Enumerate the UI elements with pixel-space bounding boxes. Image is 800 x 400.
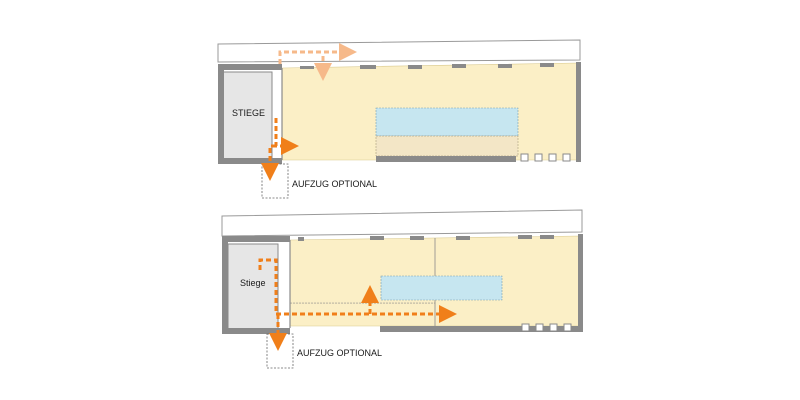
lower-bottom-wall-left — [222, 328, 290, 334]
lower-window-ticks — [268, 235, 554, 241]
lower-bottom-wall-right — [380, 326, 578, 332]
lower-roof-outline — [221, 209, 583, 237]
upper-top-wall — [218, 64, 282, 70]
lower-top-wall — [222, 236, 290, 242]
upper-pool-lower-band — [375, 135, 519, 157]
lower-stair-label: Stiege — [240, 278, 266, 288]
lower-pool — [380, 275, 503, 301]
upper-elevator-box — [261, 163, 289, 199]
upper-stair-area — [221, 71, 273, 161]
upper-plan: STIEGE AUFZUG OPTIONAL — [217, 39, 581, 199]
upper-stair-label: STIEGE — [232, 108, 265, 118]
upper-arrow-to-elevator — [261, 144, 279, 181]
lower-stair-area — [227, 243, 279, 331]
lower-left-wall — [222, 238, 228, 334]
upper-elevator-label: AUFZUG OPTIONAL — [292, 179, 377, 189]
lower-right-wall — [578, 234, 583, 332]
lower-elevator-label: AUFZUG OPTIONAL — [297, 348, 382, 358]
lower-column-squares — [521, 323, 572, 332]
lower-plan: Stiege AUFZUG OPTIONAL — [221, 209, 583, 369]
upper-column-squares — [520, 153, 571, 162]
upper-roof-outline — [217, 39, 581, 63]
upper-arrow-light-top — [278, 43, 357, 64]
upper-right-wall — [576, 62, 581, 162]
upper-bottom-wall-right — [376, 156, 516, 162]
lower-arrow-stair-loop — [258, 258, 278, 314]
upper-pool — [375, 107, 519, 137]
upper-window-ticks — [262, 63, 554, 69]
lower-elevator-box — [266, 333, 294, 369]
upper-bottom-wall-left — [218, 158, 282, 164]
upper-left-wall — [218, 66, 224, 164]
